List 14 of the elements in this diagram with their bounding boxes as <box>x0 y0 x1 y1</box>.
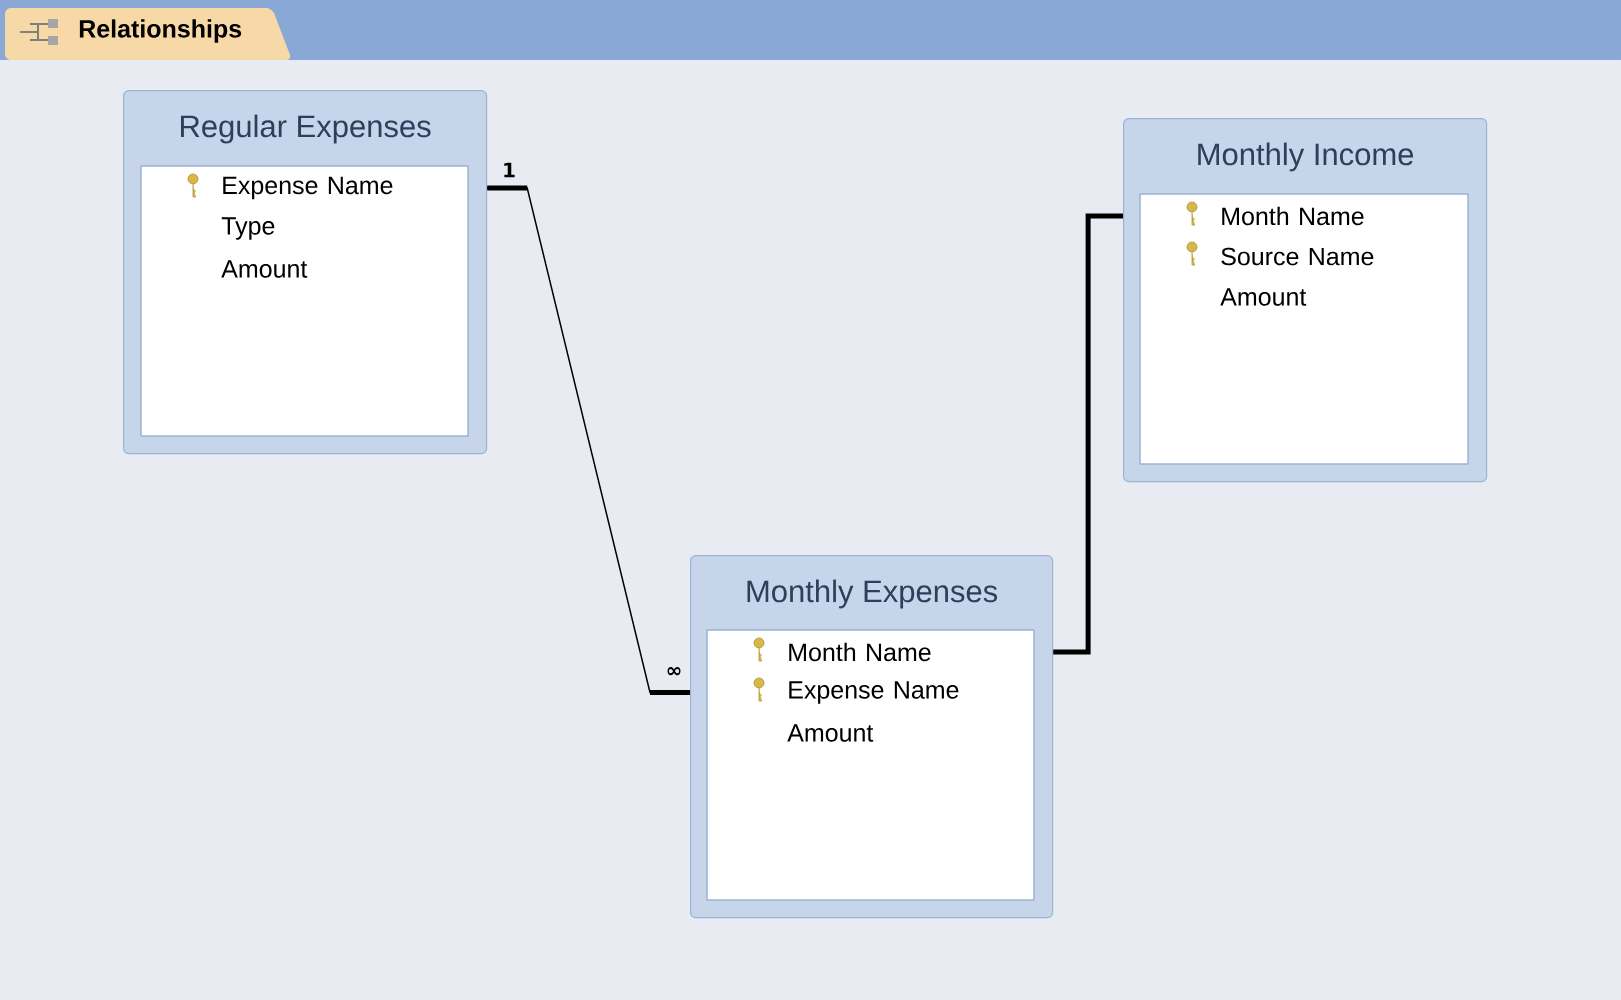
field-name: Amount <box>221 260 308 278</box>
relationship-line <box>486 185 691 695</box>
field-name: Month Name <box>1222 206 1364 226</box>
relationship-line <box>1053 213 1123 655</box>
field-name: Amount <box>787 724 874 742</box>
field-name: Amount <box>1220 288 1307 306</box>
cardinality-mark: 1 <box>504 162 515 178</box>
field-name: Expense Name <box>223 176 393 200</box>
field-name: Month Name <box>789 642 931 662</box>
field-name: Type <box>221 217 275 240</box>
field-name: Expense Name <box>789 681 959 704</box>
field-name: Source Name <box>1221 247 1374 266</box>
cardinality-mark: ∞ <box>667 666 681 676</box>
tab: Relationships <box>5 8 291 60</box>
